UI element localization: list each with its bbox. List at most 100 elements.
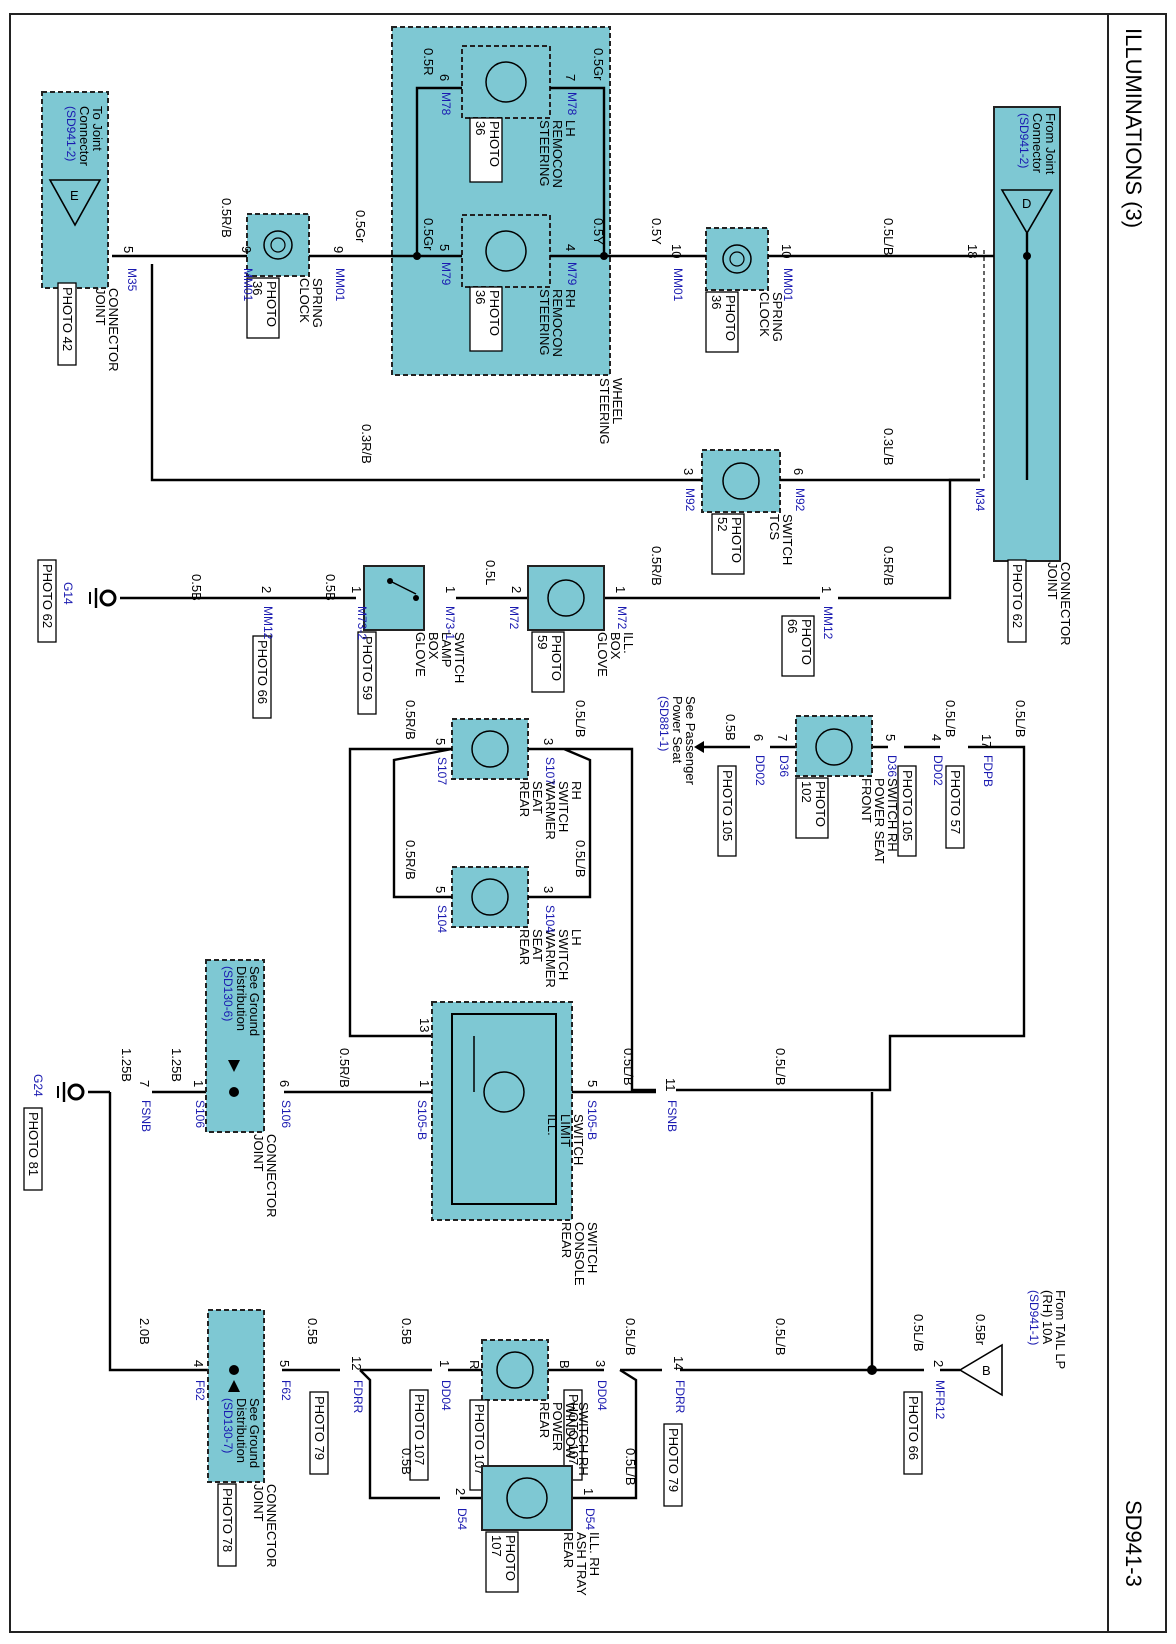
rear-window-name1: REAR <box>537 1402 552 1438</box>
rear-seat-rh-name2: SEAT <box>530 781 545 814</box>
wire-label: 0.5L/B <box>623 1318 638 1356</box>
s106-line1: See Ground <box>247 966 262 1036</box>
connector-label: FDPB <box>981 755 995 787</box>
rear-console-switch <box>431 1001 573 1221</box>
connector-label: DD04 <box>595 1380 609 1411</box>
g24-label: G24 <box>31 1074 45 1097</box>
tcs-switch <box>701 449 781 513</box>
photo-box-front-seat <box>795 777 829 839</box>
photo-box-dd02 <box>897 765 917 857</box>
connector-label: D36 <box>885 755 899 777</box>
wire-label: 0.3R/B <box>359 424 374 464</box>
wire-label: 0.5Gr <box>591 48 606 81</box>
rear-seat-lh-name3: WARMER <box>543 929 558 988</box>
glove-box-ill <box>527 565 605 631</box>
glove-lamp-name1: GLOVE <box>413 632 428 677</box>
wire-label: 2.0B <box>137 1318 152 1345</box>
fdpb-photo: PHOTO 57 <box>948 770 963 834</box>
connector-label: MM01 <box>781 268 795 302</box>
connector-label: M79 <box>565 262 579 286</box>
connector-label: DD02 <box>753 755 767 786</box>
connector-label: M78 <box>439 92 453 116</box>
pin-number: 9 <box>331 246 346 253</box>
wire-label: 0.5L <box>483 560 498 585</box>
clock-spring-right-photo1: PHOTO <box>723 295 738 341</box>
pin-number: 2 <box>931 1360 946 1367</box>
g14-label: G14 <box>61 582 75 605</box>
ill-limit-switch <box>451 1013 557 1205</box>
wire-label: 0.5B <box>399 1448 414 1475</box>
remocon-lh-name3: LH <box>563 120 578 137</box>
page-border <box>9 13 1167 1633</box>
ash-tray-photo1: PHOTO <box>503 1535 518 1581</box>
remocon-lh-lamp-icon <box>485 61 527 103</box>
photo-box-m34 <box>1007 559 1027 643</box>
pin-number: R <box>467 1360 482 1369</box>
pin-number: 13 <box>417 1018 432 1032</box>
remocon-lh-photo1: PHOTO <box>487 121 502 167</box>
tcs-switch-name1: TCS <box>767 514 782 540</box>
connector-label: D54 <box>455 1508 469 1530</box>
front-power-seat-switch <box>795 715 873 777</box>
photo-box-g14 <box>37 559 57 643</box>
clock-spring-left-icon <box>263 230 293 260</box>
pin-number: 10 <box>669 244 684 258</box>
pin-number: 2 <box>453 1488 468 1495</box>
wire-label: 0.5R/B <box>219 198 234 238</box>
pin-number: 2 <box>509 586 524 593</box>
pin-number: 5 <box>437 244 452 251</box>
connector-label: MFR12 <box>933 1380 947 1420</box>
rear-seat-lh-name2: SEAT <box>530 929 545 962</box>
glove-box-ill-name1: GLOVE <box>595 632 610 677</box>
remocon-rh <box>461 214 551 288</box>
pin-number: 4 <box>563 244 578 251</box>
pin-number: 3 <box>541 886 556 893</box>
pin-numbers: 5 9 9 6 7 5 4 10 10 18 3 6 1 2 1 1 2 1 1… <box>121 74 994 1495</box>
pin-number: 1 <box>581 1488 596 1495</box>
glove-box-ill-name2: BOX <box>608 632 623 660</box>
rear-seat-rh-name4: SWITCH <box>556 781 571 832</box>
clock-spring-left-photo2: 36 <box>250 281 265 295</box>
pin-number: 12 <box>349 1356 364 1370</box>
pin-number: 4 <box>929 734 944 741</box>
clock-spring-right <box>705 227 769 291</box>
pin-number: 9 <box>239 246 254 253</box>
dd04-photo: PHOTO 107 <box>566 1394 581 1465</box>
connector-label: S104 <box>435 905 449 933</box>
see-passenger3: (SD881-1) <box>657 696 671 751</box>
wire-label: 0.5B <box>189 574 204 601</box>
ash-tray-name1: REAR <box>561 1532 576 1568</box>
wire-label: 0.5B <box>323 574 338 601</box>
pin-number: 1 <box>437 1360 452 1367</box>
rear-seat-lh-lamp-icon <box>471 878 509 916</box>
pin-number: 5 <box>433 886 448 893</box>
connector-label: M79 <box>439 262 453 286</box>
pin-number: B <box>557 1360 572 1369</box>
wire-label: 0.5Y <box>591 218 606 245</box>
connector-label: M92 <box>793 488 807 512</box>
rear-ash-tray-ill <box>481 1465 573 1531</box>
remocon-rh-lamp-icon <box>485 230 527 272</box>
mm12-photo1: PHOTO <box>799 619 814 665</box>
f62-line2: Distribution <box>234 1398 249 1463</box>
passenger-seat-arrow-icon <box>694 741 704 753</box>
pin-number: 5 <box>585 1080 600 1087</box>
front-seat-name3: SWITCH RH <box>885 778 900 852</box>
wire-label: 0.5L/B <box>573 840 588 878</box>
pin-number: 1 <box>417 1080 432 1087</box>
f62-line3: (SD130-7) <box>221 1398 235 1453</box>
s106-line3: (SD130-6) <box>221 966 235 1021</box>
rear-console-name3: SWITCH <box>585 1222 600 1273</box>
connector-label: S105-B <box>415 1100 429 1140</box>
connector-label: FDRR <box>351 1380 365 1414</box>
pin-number: 10 <box>779 244 794 258</box>
joint-m34-line2: Connector <box>1030 113 1045 174</box>
tcs-switch-name2: SWITCH <box>780 514 795 565</box>
connector-label: S104 <box>543 905 557 933</box>
wire-label: 0.5L/B <box>773 1048 788 1086</box>
wire-label: 0.5B <box>399 1318 414 1345</box>
connector-label: S105-B <box>585 1100 599 1140</box>
glove-lamp-name2: BOX <box>426 632 441 660</box>
wire-labels: 0.5R/B 0.5Gr 0.5Gr 0.5Gr 0.5R 0.5Y 0.5Y … <box>119 48 1028 1486</box>
joint-m35-line1: To Joint <box>90 106 105 151</box>
